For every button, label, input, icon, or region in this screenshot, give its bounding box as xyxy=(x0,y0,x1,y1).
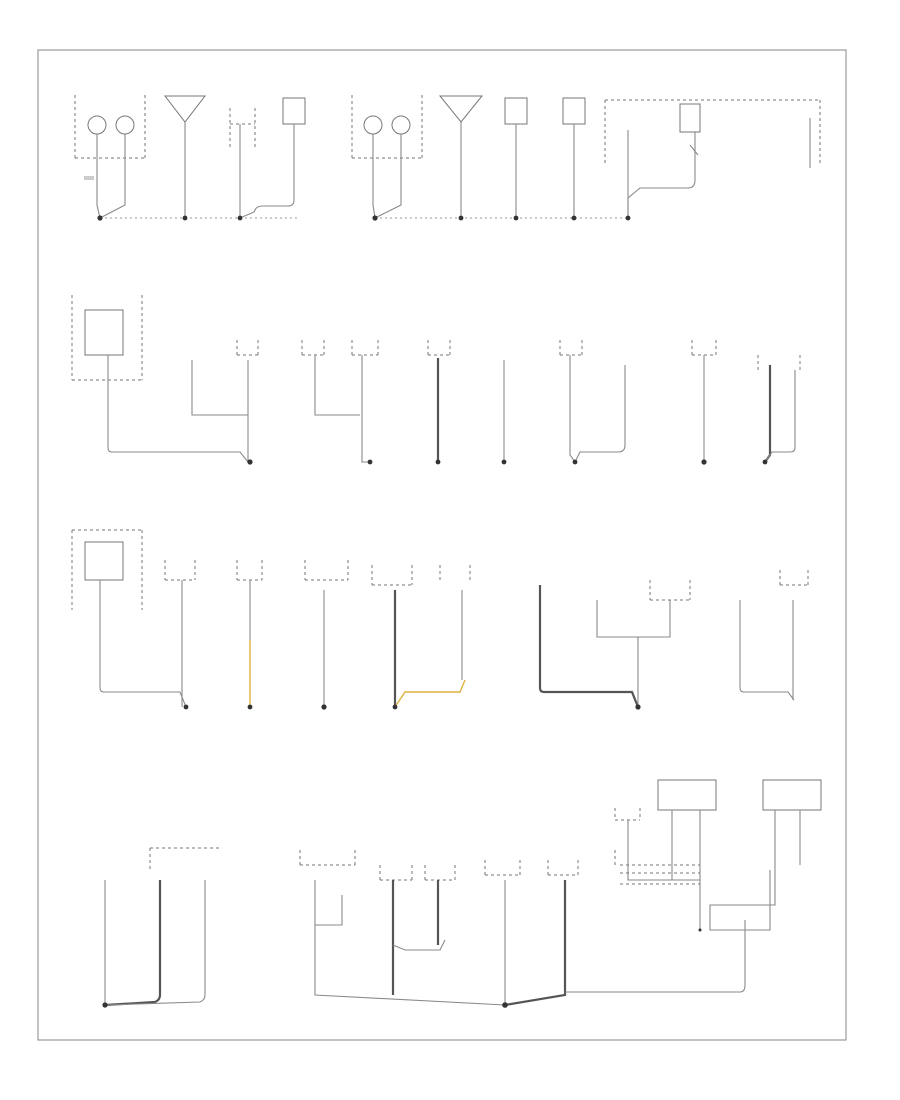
row-4-ground-group-left xyxy=(102,847,220,1008)
ground-point xyxy=(321,704,327,710)
row-2-ground-group-right xyxy=(691,340,801,465)
ground-point xyxy=(625,215,631,221)
ground-point xyxy=(513,215,519,221)
ground-point xyxy=(762,459,768,465)
row-3-ground-group-right xyxy=(538,570,809,710)
ground-point xyxy=(502,1002,508,1008)
junction-block-box xyxy=(84,309,124,356)
row-3-ground-group-left xyxy=(71,529,349,710)
ground-point xyxy=(97,215,103,221)
row-2-ground-group-left xyxy=(71,295,259,465)
ground-point xyxy=(372,215,378,221)
lamp-bulb-icon xyxy=(391,115,411,135)
ground-point xyxy=(392,704,398,710)
control-module-box xyxy=(679,103,701,133)
ground-point xyxy=(247,704,253,710)
component-box xyxy=(657,779,717,811)
diagram-frame xyxy=(37,49,847,1041)
row-4-ground-group-center xyxy=(299,850,746,1008)
row-2-ground-group-center xyxy=(301,340,626,465)
row-1-ground-group-right xyxy=(351,95,821,221)
ground-point xyxy=(435,459,441,465)
sensor-icon xyxy=(163,95,207,123)
component-box xyxy=(504,97,528,125)
ground-point xyxy=(571,215,577,221)
component-box xyxy=(562,97,586,125)
ground-point xyxy=(247,459,253,465)
ground-point xyxy=(183,704,189,710)
ground-point xyxy=(237,215,243,221)
sensor-icon xyxy=(438,95,484,123)
ground-point xyxy=(701,459,707,465)
component-box xyxy=(282,97,306,125)
ground-point xyxy=(572,459,578,465)
ground-point xyxy=(635,704,641,710)
junction-block-box xyxy=(84,541,124,581)
ground-point xyxy=(501,459,507,465)
ground-point xyxy=(102,1002,108,1008)
row-1-ground-group xyxy=(74,95,306,221)
lamp-bulb-icon xyxy=(363,115,383,135)
row-3-ground-group-center xyxy=(371,565,471,710)
ground-point xyxy=(458,215,464,221)
lamp-bulb-icon xyxy=(87,115,107,135)
ground-point xyxy=(182,215,188,221)
component-box xyxy=(762,779,822,811)
lamp-bulb-icon xyxy=(115,115,135,135)
ground-point xyxy=(367,459,373,465)
page-code xyxy=(40,1042,42,1048)
row-4-ground-group-right xyxy=(614,779,822,932)
